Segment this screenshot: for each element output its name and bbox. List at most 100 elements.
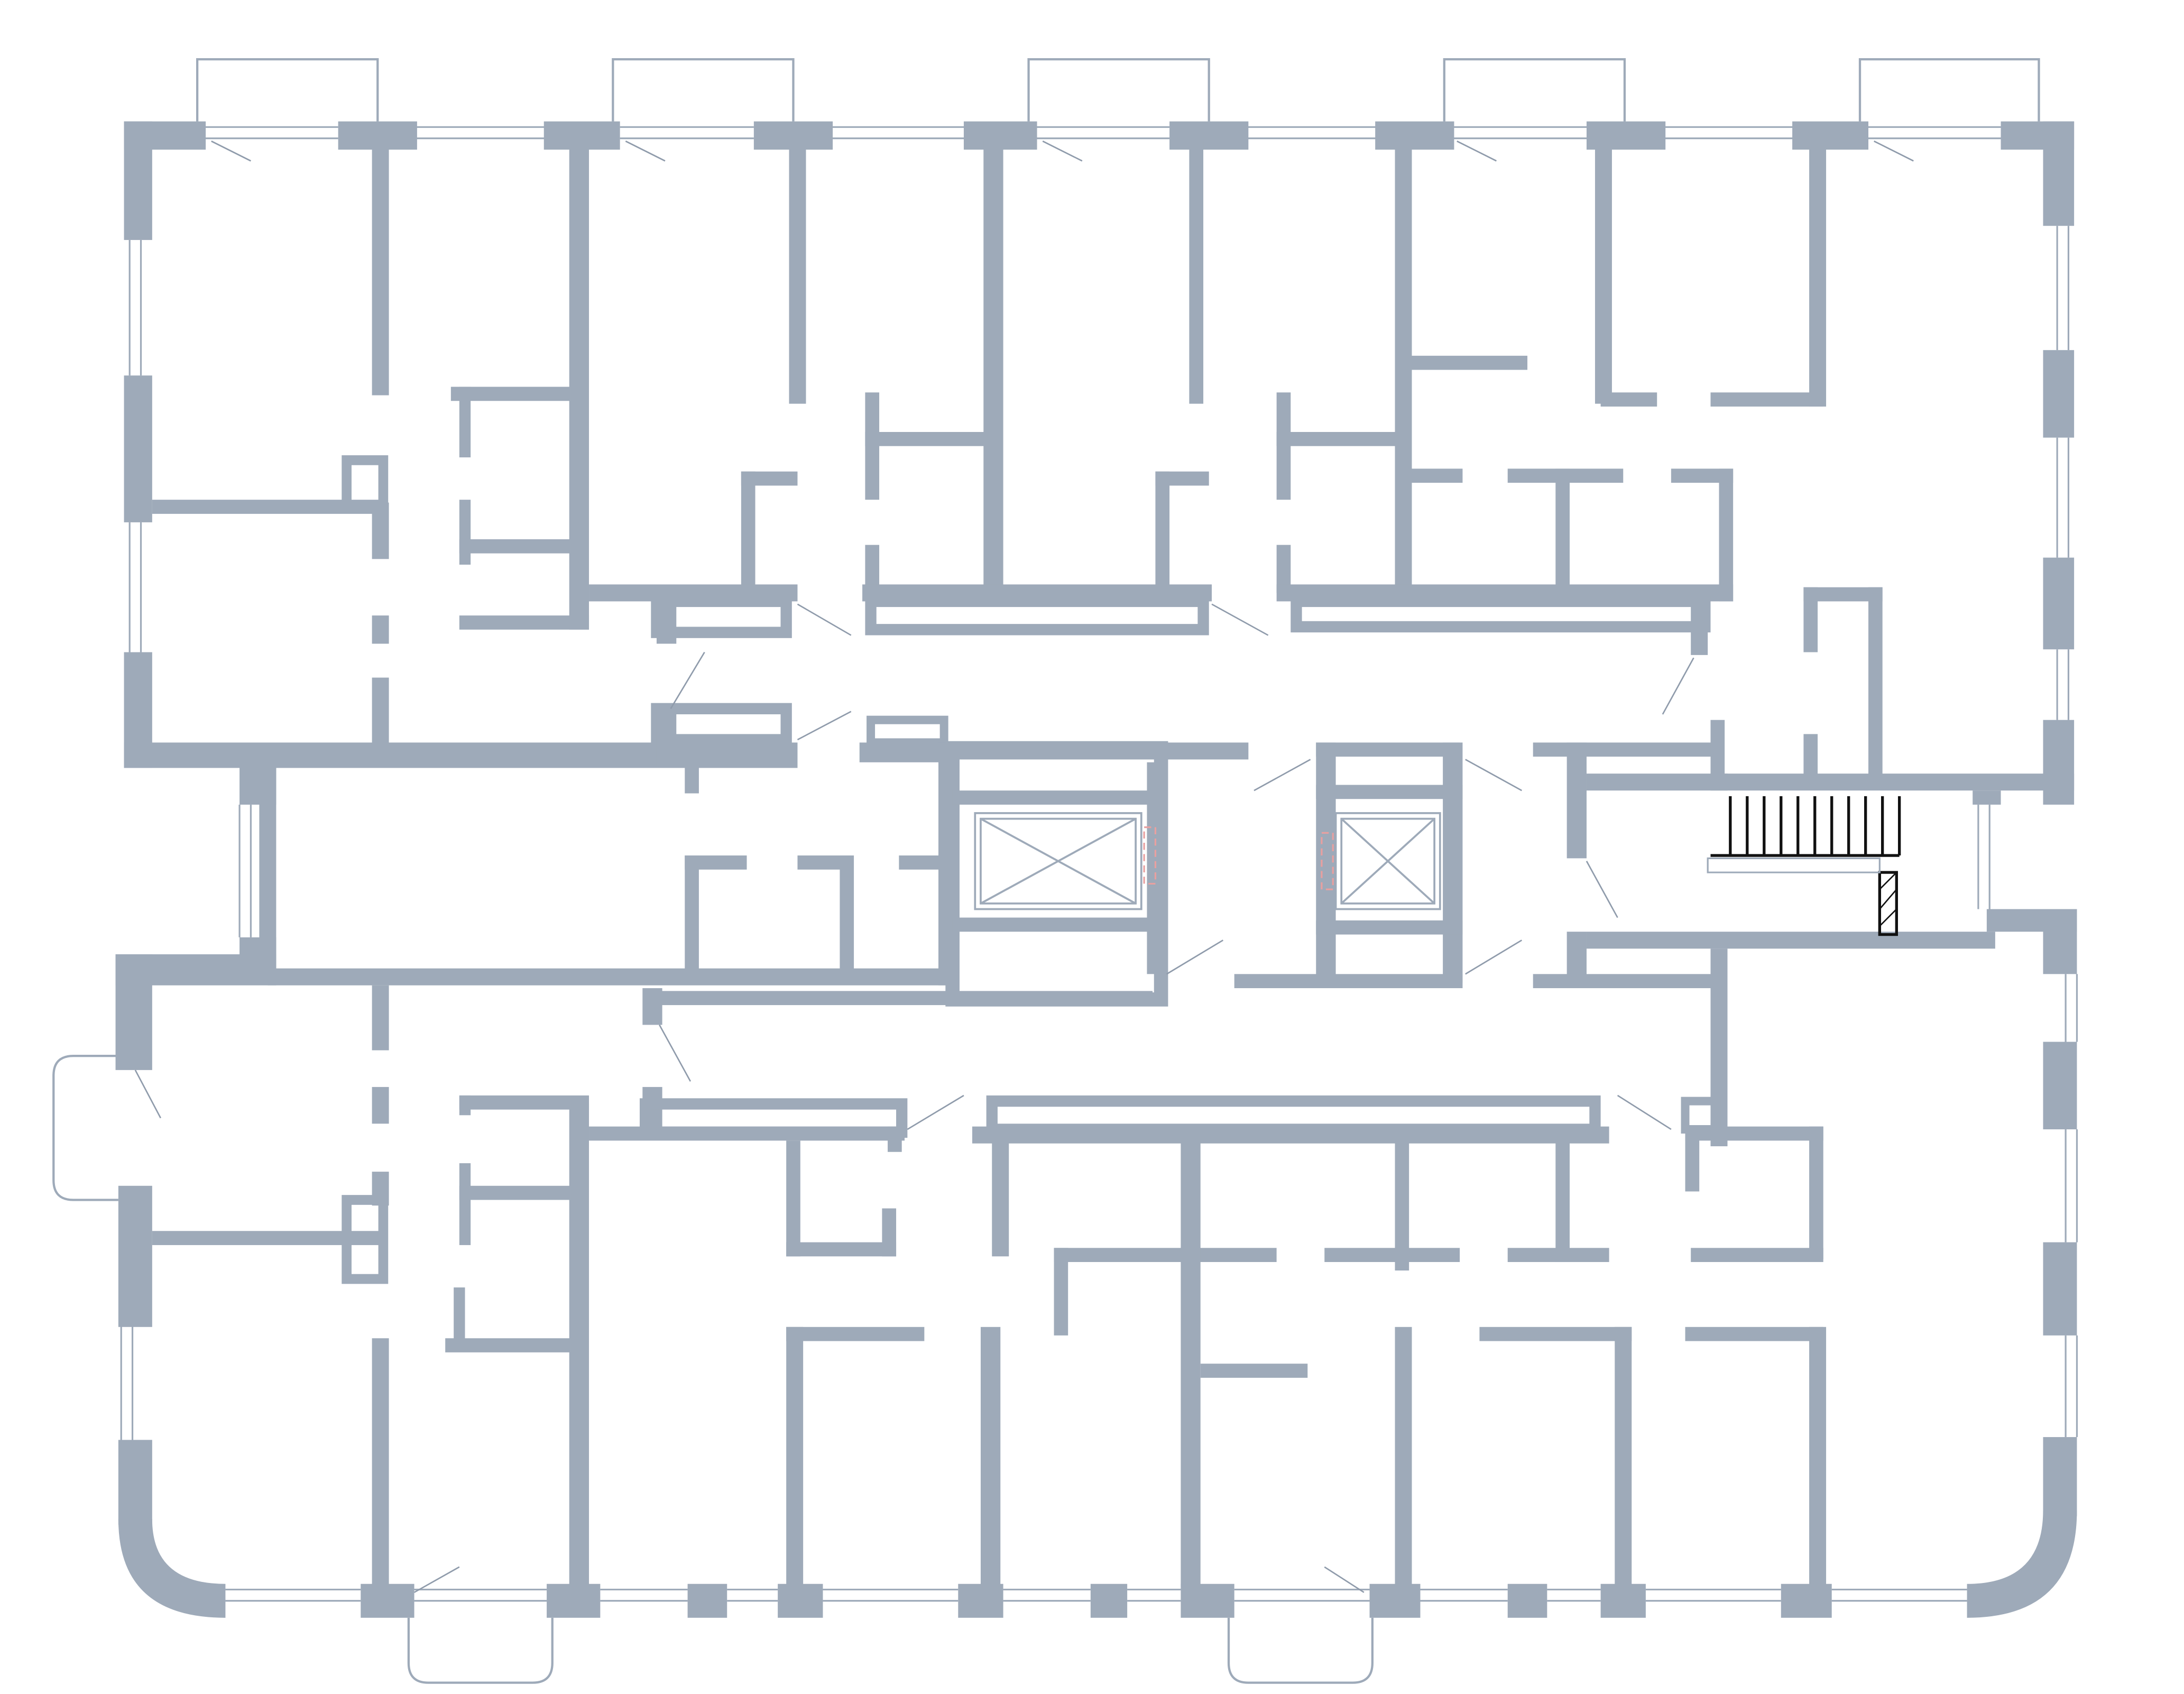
wall — [1685, 1126, 1700, 1192]
wall — [569, 141, 589, 630]
wall — [454, 1287, 465, 1341]
window-right-column — [1977, 226, 2078, 1438]
wall — [1443, 742, 1463, 983]
door-swing — [1042, 140, 1083, 162]
wall — [789, 141, 806, 404]
wall — [1595, 141, 1612, 404]
wall-corner-bottom-right — [1967, 1510, 2077, 1618]
door-swing — [670, 651, 705, 710]
wall — [118, 1440, 152, 1525]
wall — [980, 1327, 1001, 1587]
wall — [778, 1583, 823, 1618]
wall — [1809, 1126, 1823, 1259]
wall — [1555, 1140, 1570, 1262]
wall — [2043, 1437, 2077, 1516]
wall — [1169, 121, 1249, 150]
balcony-bottom-1 — [407, 1617, 554, 1684]
stair-flight-lower — [1878, 871, 1898, 936]
wall — [2043, 720, 2075, 805]
wall — [1316, 920, 1463, 935]
wall — [1054, 1248, 1068, 1336]
wall — [589, 1126, 905, 1141]
wall — [459, 500, 471, 565]
wall — [372, 502, 389, 559]
wall — [972, 1126, 1609, 1144]
wall — [2043, 121, 2075, 226]
wall — [1276, 432, 1404, 446]
wall — [124, 121, 152, 240]
wall — [1809, 141, 1827, 407]
wall — [867, 715, 948, 747]
wall — [952, 790, 1162, 805]
wall — [372, 985, 389, 1051]
wall — [685, 855, 699, 974]
wall — [268, 968, 955, 986]
wall — [1054, 1248, 1277, 1262]
wall — [1691, 601, 1708, 655]
wall — [2043, 1242, 2077, 1336]
wall — [1586, 774, 1728, 791]
wall — [1316, 742, 1460, 757]
wall — [899, 855, 942, 870]
wall — [2043, 909, 2077, 974]
elevator-cross-right — [1340, 818, 1435, 905]
door-swing — [1166, 940, 1224, 975]
wall — [372, 1087, 389, 1124]
door-swing — [134, 1070, 162, 1119]
window-top-row — [204, 126, 2001, 140]
wall — [115, 954, 152, 1070]
door-swing — [1211, 603, 1269, 636]
elevator-shaft-left — [974, 812, 1142, 910]
wall — [1600, 392, 1657, 407]
wall — [1316, 785, 1463, 799]
wall — [459, 1185, 581, 1200]
elevator-cross-left — [980, 817, 1137, 905]
wall — [840, 855, 854, 974]
wall — [786, 1327, 804, 1587]
wall — [1691, 1248, 1823, 1262]
wall — [656, 708, 677, 766]
wall — [1710, 774, 2075, 791]
wall — [1803, 734, 1818, 777]
wall — [459, 615, 589, 630]
wall — [1533, 742, 1711, 757]
wall — [1586, 932, 1995, 949]
wall — [1324, 1248, 1460, 1262]
door-swings — [134, 140, 1914, 1593]
wall — [1868, 587, 1883, 777]
wall — [786, 1327, 925, 1341]
wall — [1412, 468, 1463, 483]
wall — [1395, 141, 1412, 593]
wall — [342, 1195, 389, 1284]
wall — [983, 141, 1003, 593]
door-swing — [1874, 140, 1914, 162]
balcony-top-5 — [1858, 58, 2040, 122]
wall — [882, 1208, 897, 1257]
wall — [124, 375, 152, 522]
wall — [952, 917, 1162, 932]
wall — [1395, 1327, 1412, 1587]
balcony-top-2 — [612, 58, 795, 122]
door-swing — [1662, 657, 1694, 715]
door-swing — [1465, 940, 1523, 975]
wall — [1719, 468, 1734, 602]
wall — [1507, 1583, 1547, 1618]
stair-handrail — [1707, 857, 1881, 873]
wall — [372, 1172, 389, 1206]
wall — [2043, 350, 2075, 438]
wall — [1781, 1583, 1832, 1618]
wall — [1566, 742, 1587, 859]
wall — [1189, 141, 1204, 404]
wall — [888, 1126, 902, 1152]
wall — [1369, 1583, 1421, 1618]
elevator-door-right — [1321, 832, 1334, 890]
wall — [450, 386, 581, 401]
staircase — [1710, 796, 1901, 936]
door-swing — [1324, 1566, 1365, 1593]
wall — [342, 455, 389, 513]
wall — [1555, 468, 1570, 593]
wall — [685, 855, 747, 870]
wall — [1412, 355, 1528, 370]
wall — [459, 1095, 589, 1110]
